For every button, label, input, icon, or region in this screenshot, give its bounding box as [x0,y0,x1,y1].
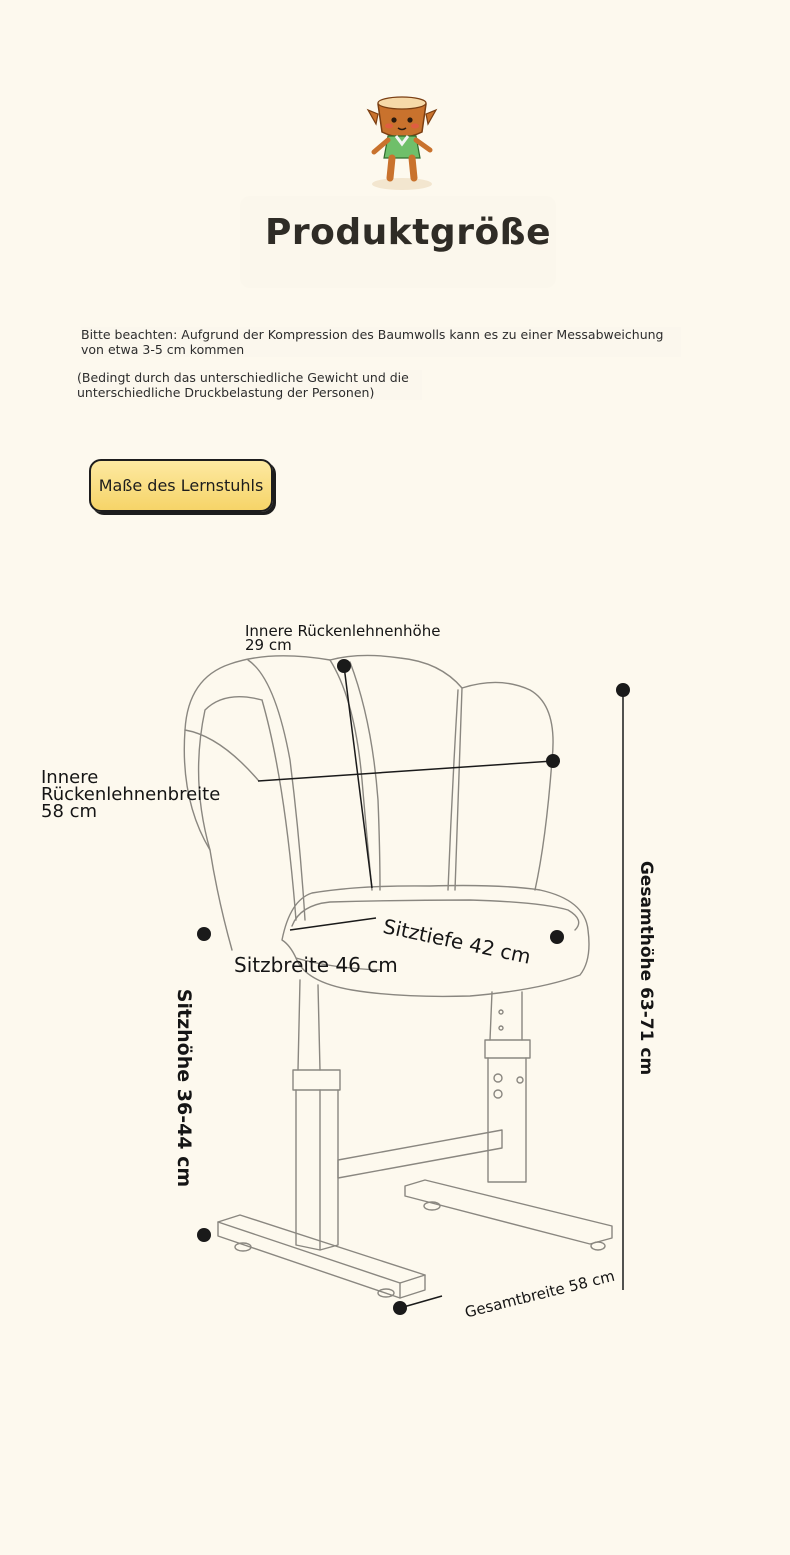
crossbar [337,1129,503,1179]
measurement-note-detail: (Bedingt durch das unterschiedliche Gewi… [77,370,422,400]
marker-dot [550,930,564,944]
left-leg [297,979,321,1071]
backrest-outline [183,654,554,951]
tree-stump-mascot-icon [366,96,438,190]
marker-dot [337,659,351,673]
marker-dot [197,927,211,941]
marker-dot [546,754,560,768]
inner-back-width-line [257,760,554,782]
seat-height-label: Sitzhöhe 36-44 cm [173,988,195,1188]
marker-dot [197,1228,211,1242]
seat-width-line [289,917,377,931]
section-label-button: Maße des Lernstuhls [89,459,273,512]
chair-diagram [183,654,630,1315]
inner-back-width-label: Innere Rückenlehnenbreite 58 cm [41,767,221,822]
total-height-label: Gesamthöhe 63-71 cm [636,860,656,1076]
right-foot [404,1179,613,1245]
section-label-text: Maße des Lernstuhls [98,476,264,495]
right-leg [489,991,523,1041]
title-background [240,196,556,288]
inner-back-height-line [343,665,373,889]
page-title: Produktgröße [265,212,551,253]
seat-outline [281,884,590,998]
total-width-line [399,1295,443,1309]
left-foot [217,1214,426,1299]
measurement-note: Bitte beachten: Aufgrund der Kompression… [81,327,681,357]
marker-dot [393,1301,407,1315]
seat-width-label: Sitzbreite 46 cm [234,953,398,977]
inner-back-height-label: Innere Rückenlehnenhöhe 29 cm [245,622,441,654]
marker-dot [616,683,630,697]
